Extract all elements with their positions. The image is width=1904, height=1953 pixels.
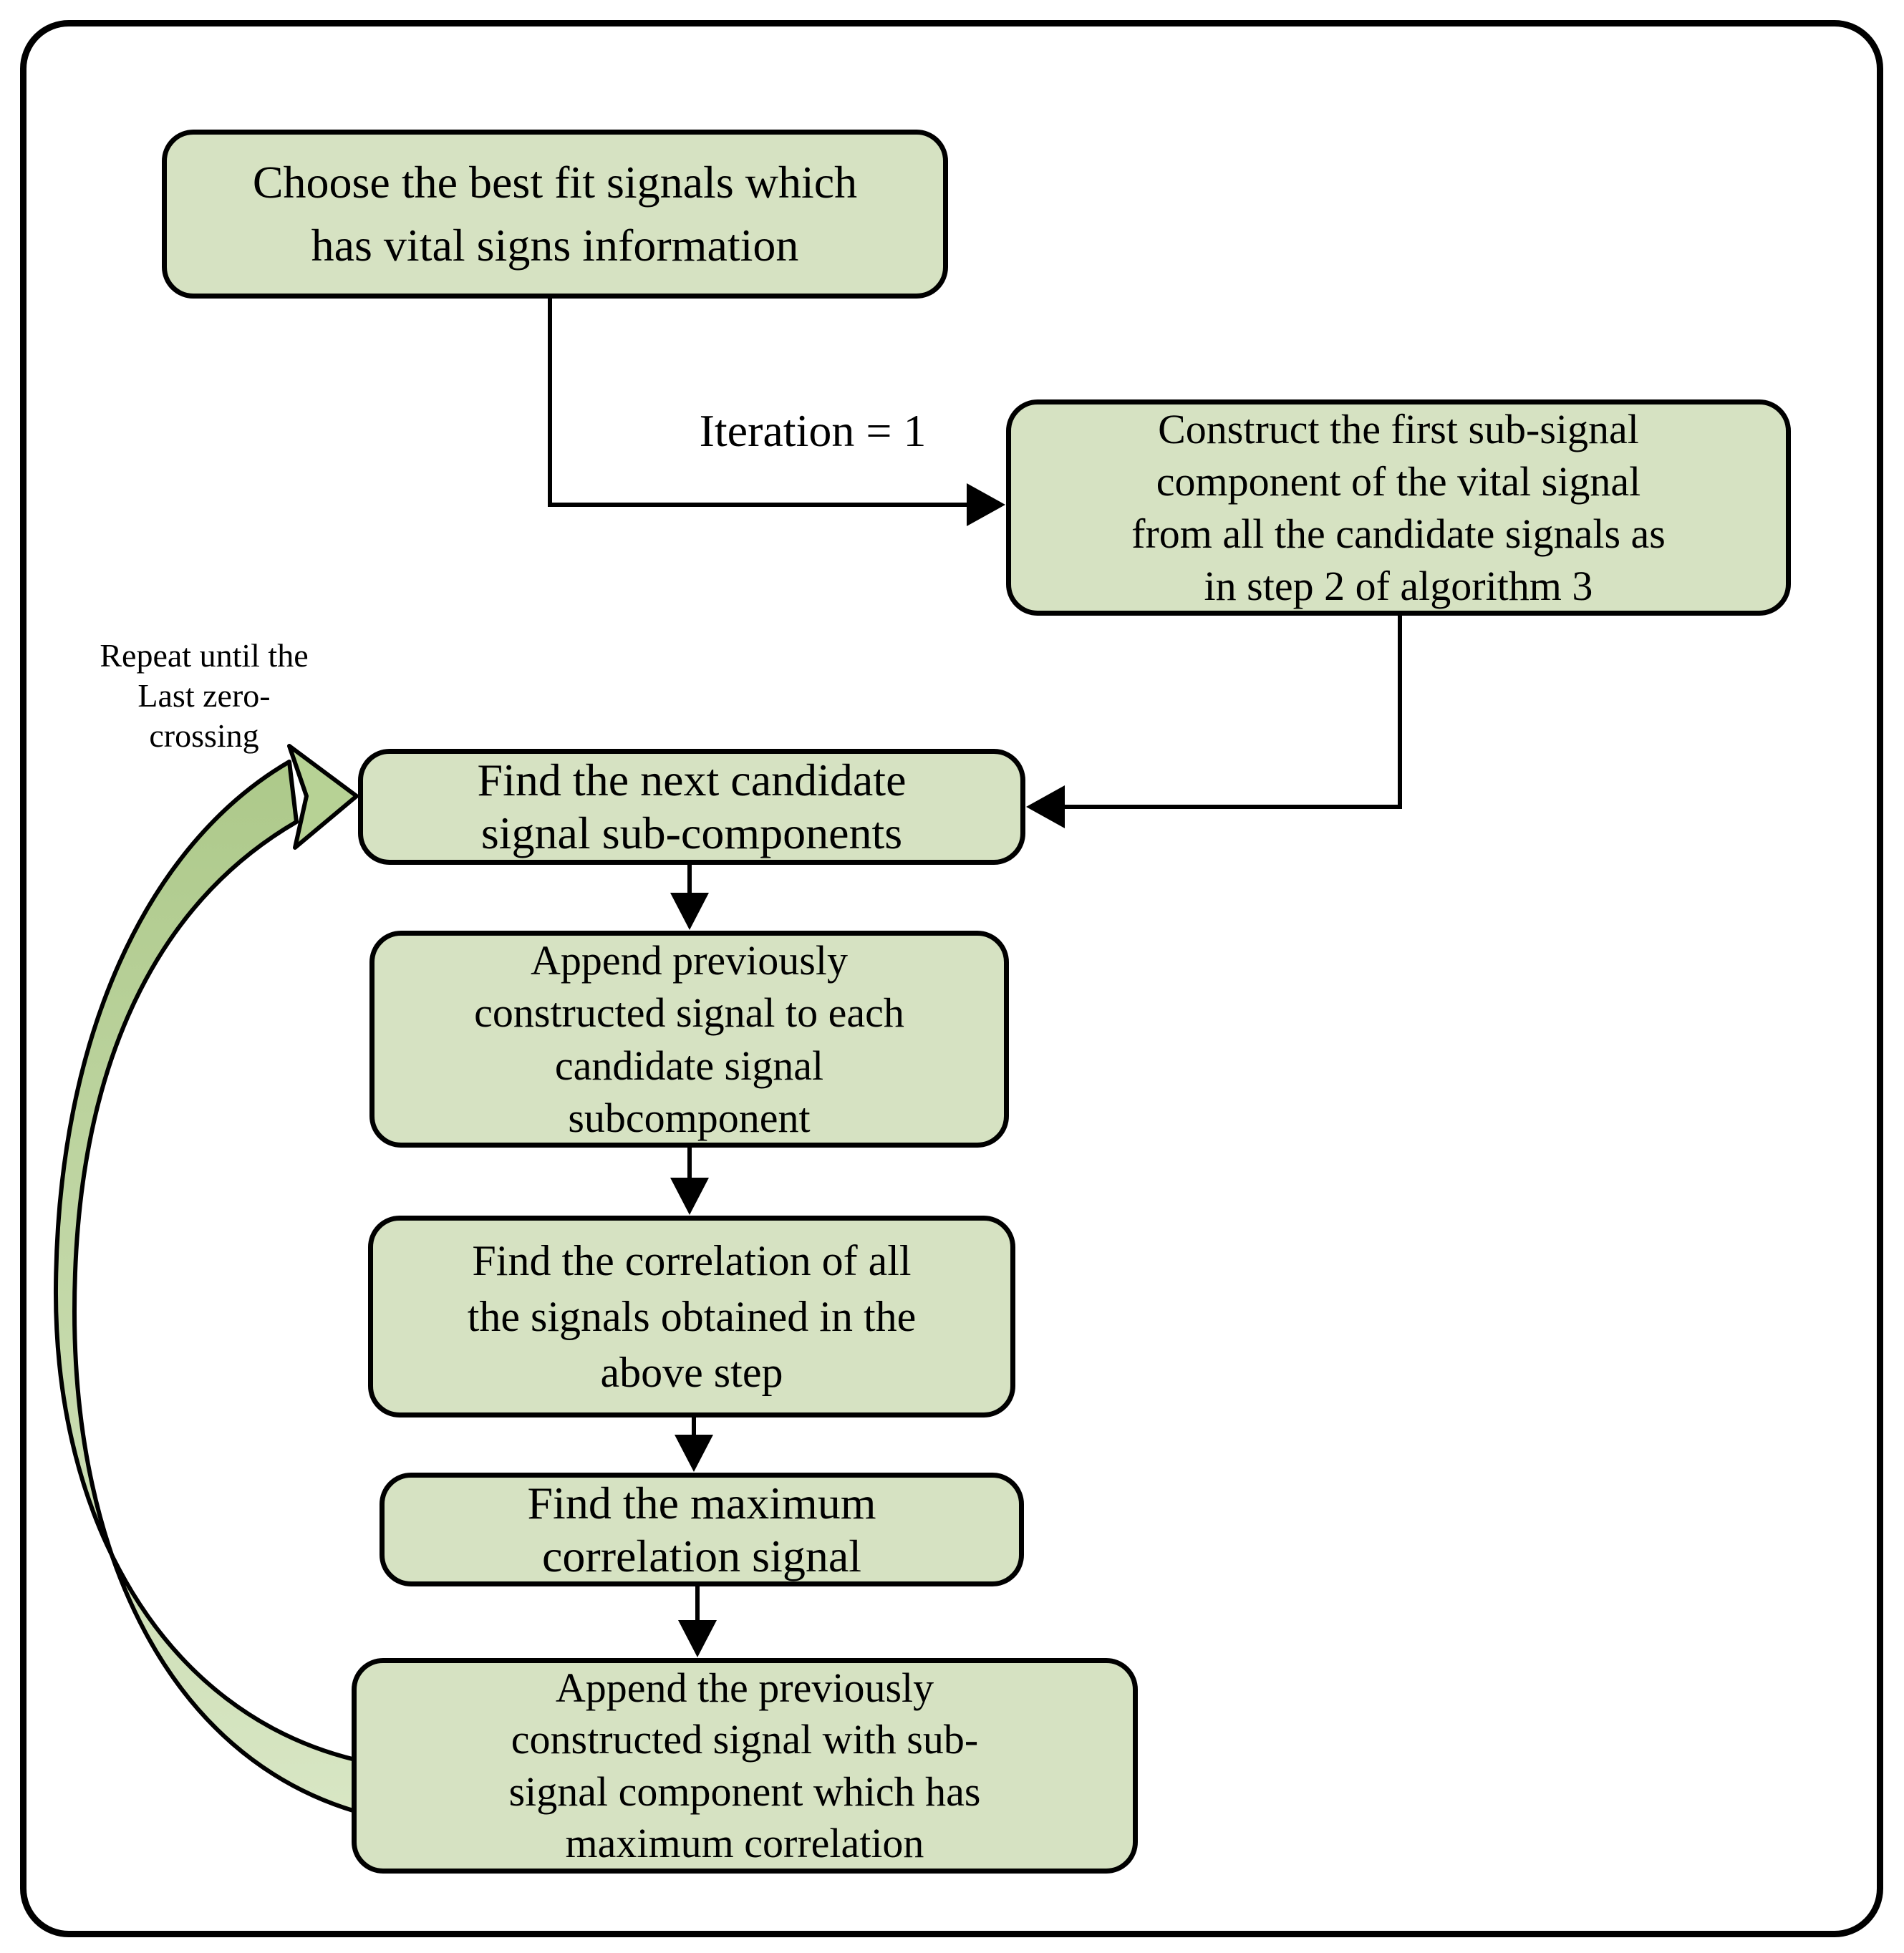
repeat-loop-arrowhead-icon [287,744,359,850]
repeat-loop-arrow-band [53,760,357,1813]
arrowhead-into-append-prev-icon [670,893,709,930]
iteration-label: Iteration = 1 [699,405,927,456]
arrowhead-into-find-corr-icon [670,1178,709,1215]
arrowhead-into-construct-icon [967,483,1005,526]
arrow-choose-to-construct [548,299,967,507]
arrowhead-into-find-max-icon [675,1435,713,1472]
outer-border [20,20,1883,1937]
arrow-construct-to-find-next [1065,616,1402,809]
arrowhead-into-find-next-icon [1026,785,1065,828]
arrowhead-into-append-max-icon [678,1620,717,1657]
